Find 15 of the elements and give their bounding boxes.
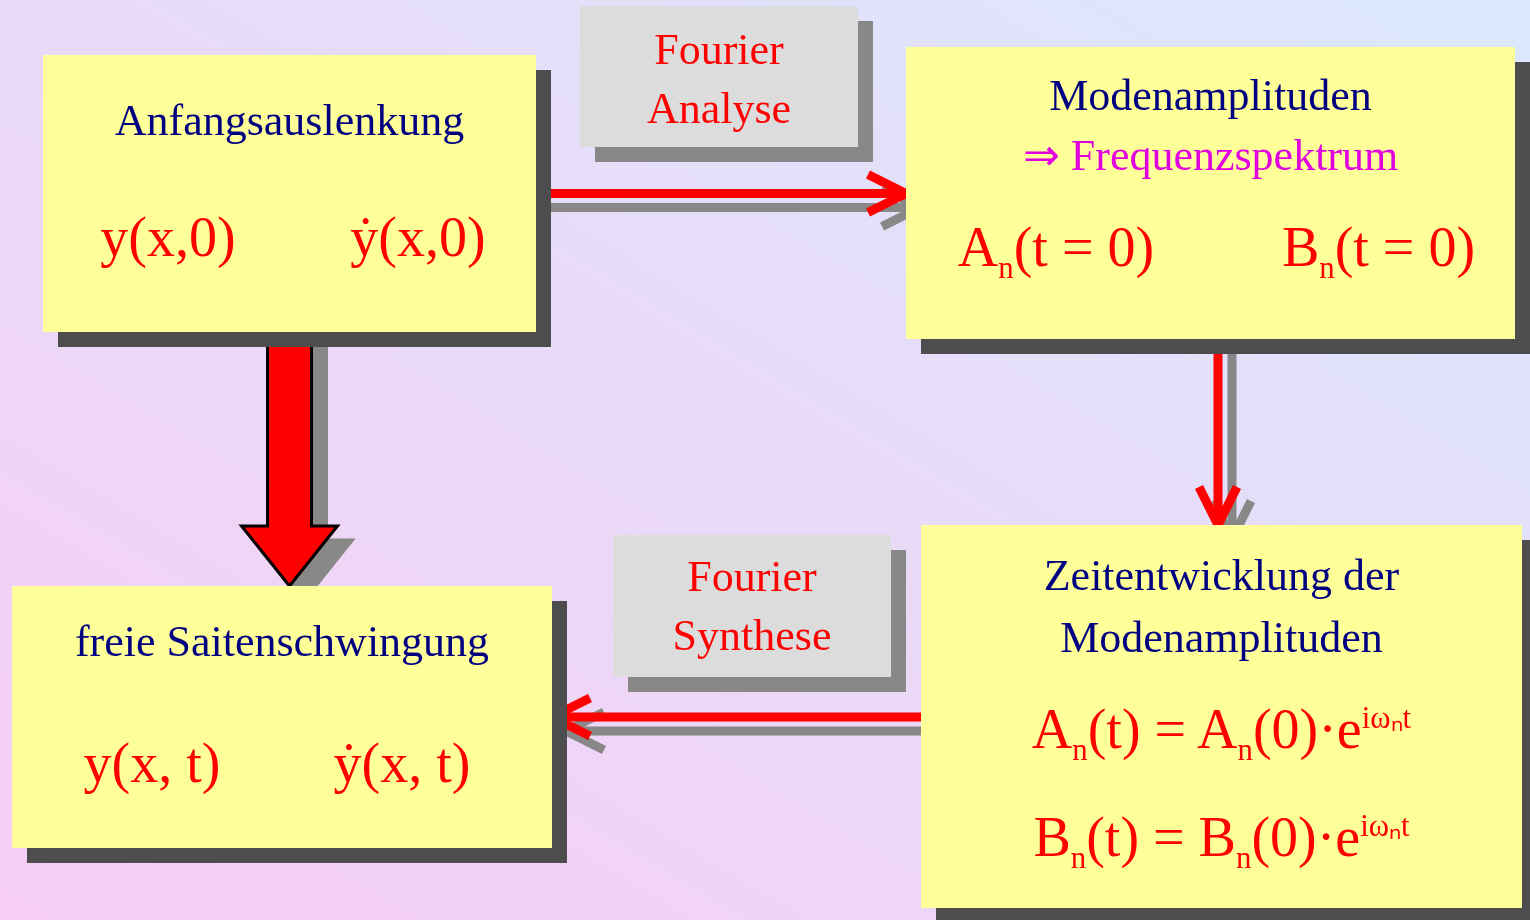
- formula: ẏ(x, t): [332, 731, 472, 795]
- formula: y(x,0): [99, 205, 237, 269]
- node-title: Anfangsauslenkung: [113, 95, 466, 147]
- formula: A$_{n}$(t) = A$_{n}$(0)·e$^{iωₙt}$: [1030, 696, 1413, 768]
- formula: B$_{n}$(t = 0): [1280, 215, 1477, 287]
- node-title: freie Saitenschwingung: [73, 616, 491, 668]
- node-title: Zeitentwicklung der Modenamplituden: [1042, 550, 1401, 664]
- box-label: Fourier Analyse: [645, 24, 793, 136]
- node-subtitle: ⇒ Frequenzspektrum: [1021, 130, 1400, 181]
- formula: B$_{n}$(t) = B$_{n}$(0)·e$^{iωₙt}$: [1032, 804, 1411, 876]
- formula: ẏ(x,0): [349, 205, 487, 269]
- formula: y(x, t): [82, 731, 222, 795]
- formula: A$_{n}$(t = 0): [956, 215, 1156, 287]
- box-label: Fourier Synthese: [671, 551, 833, 663]
- node-title: Modenamplituden: [1048, 70, 1373, 122]
